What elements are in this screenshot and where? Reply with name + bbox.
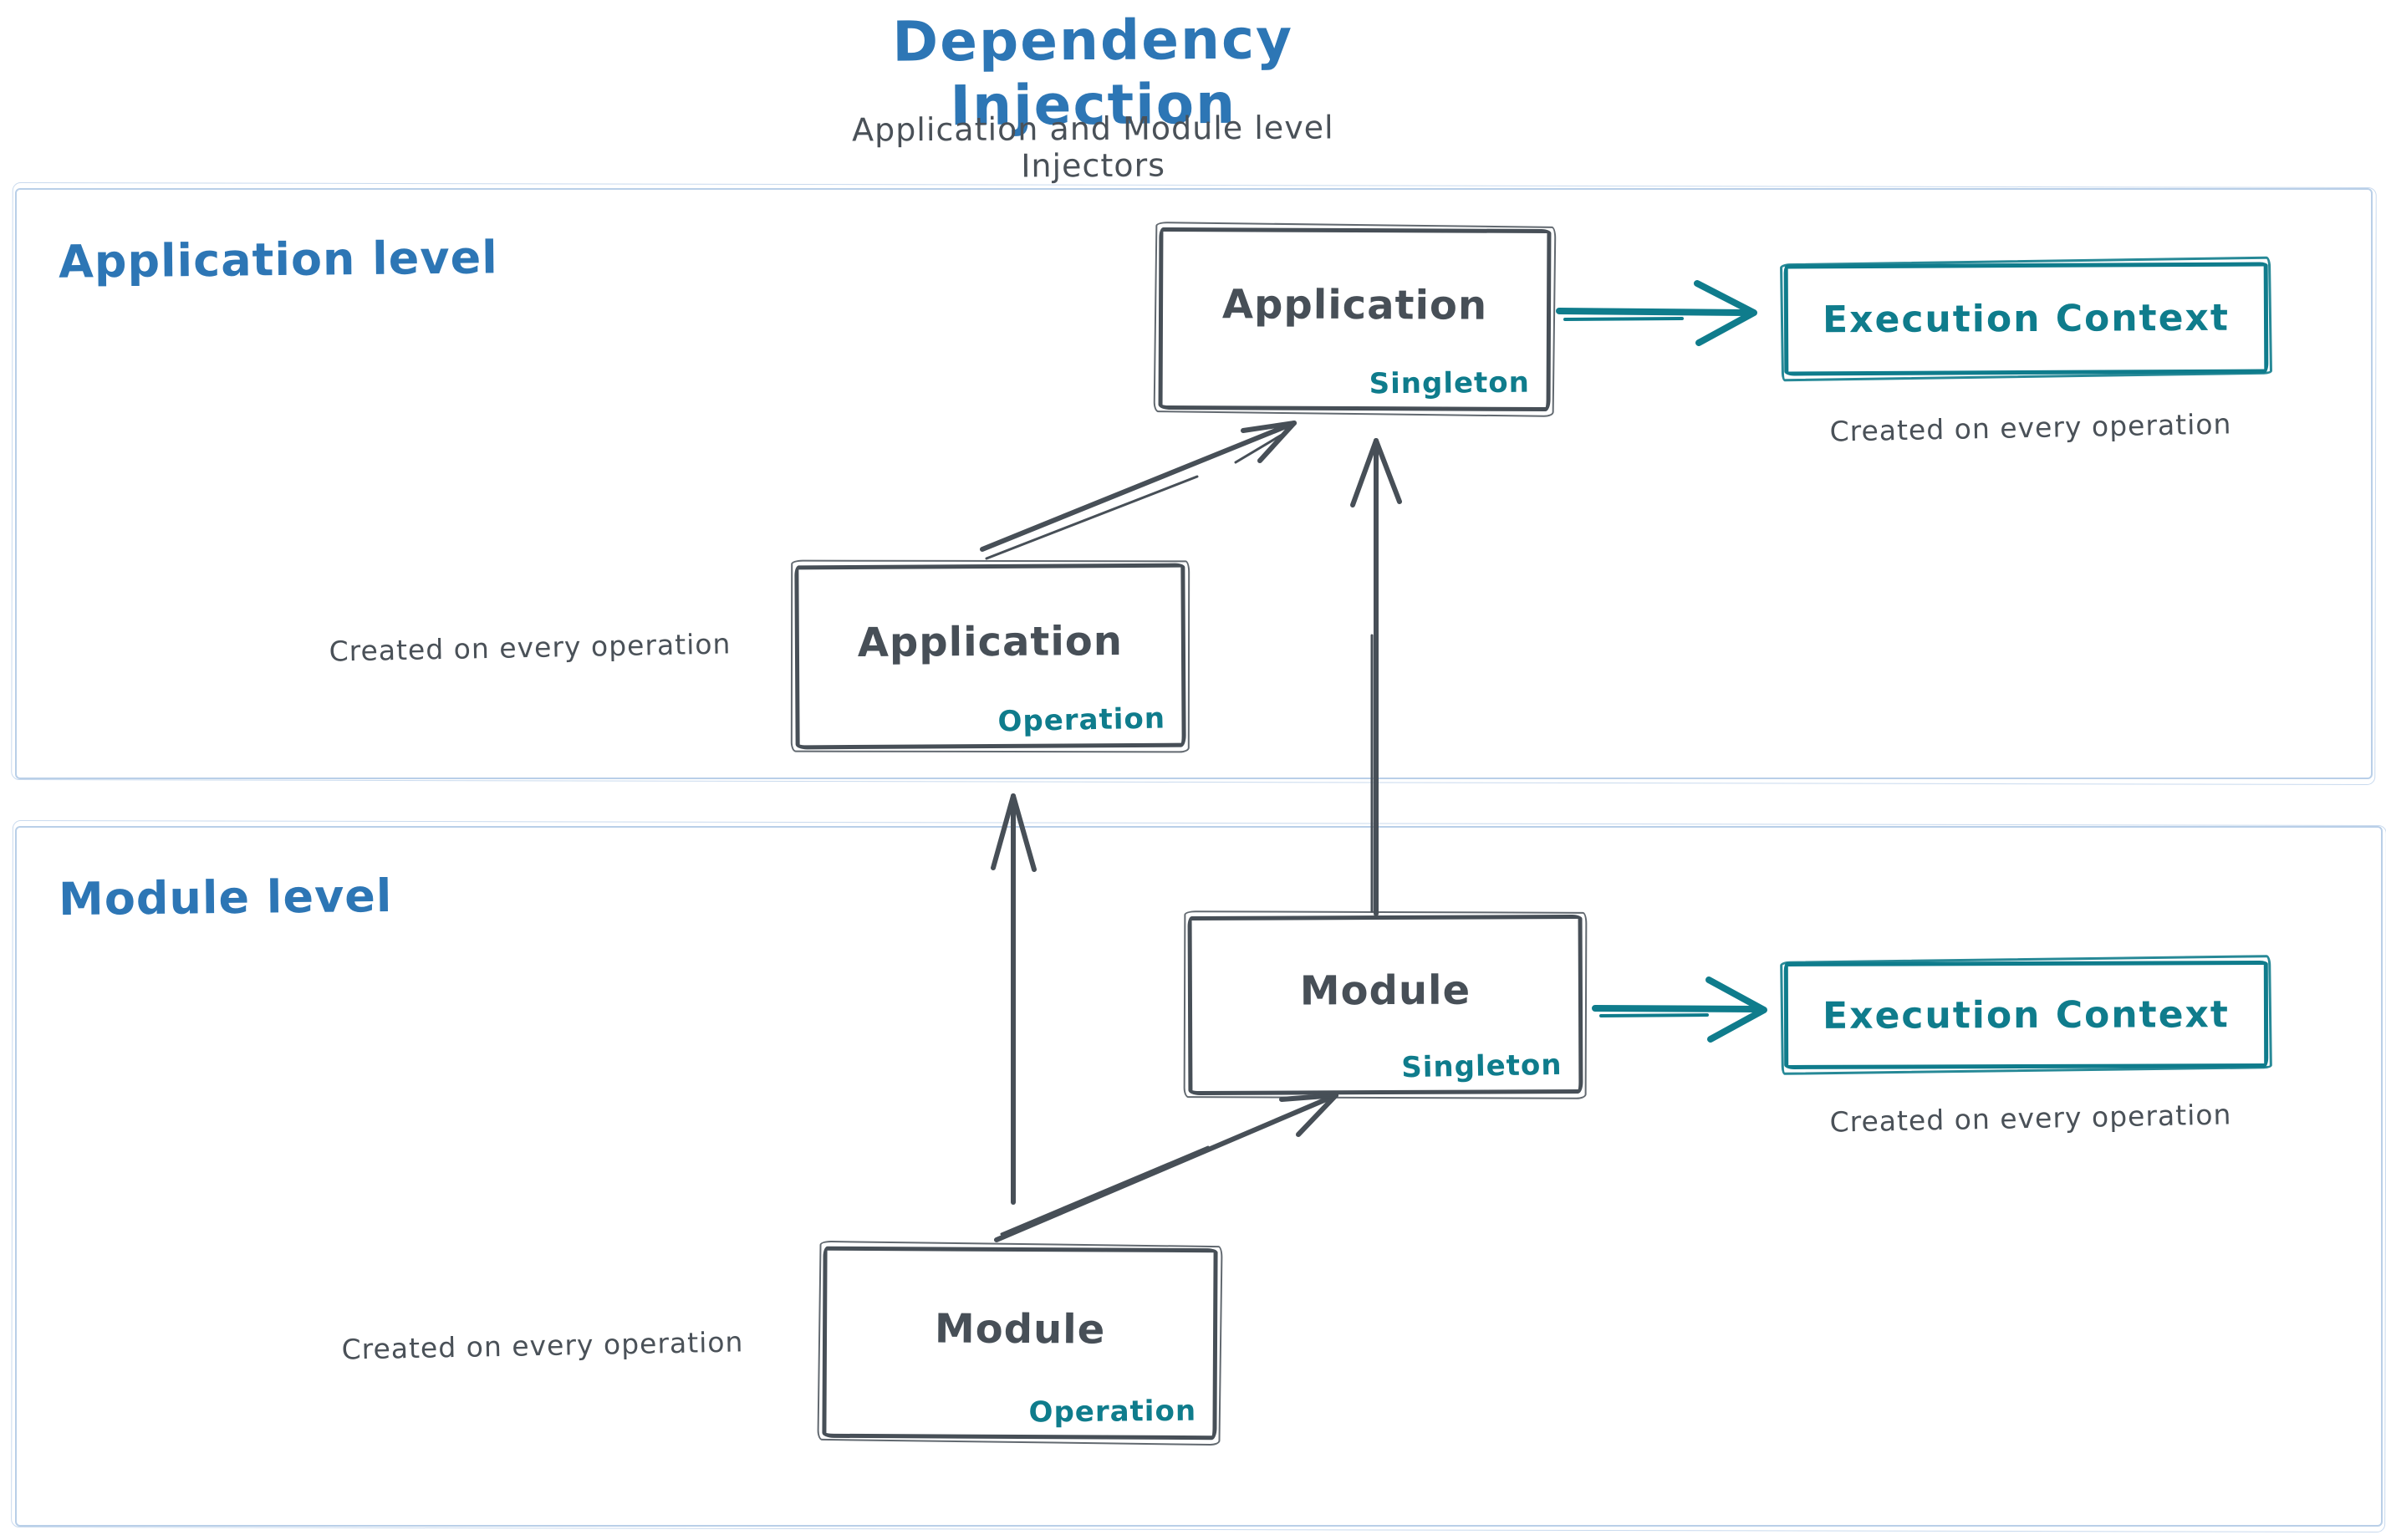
execution-context-label: Execution Context	[1823, 992, 2230, 1038]
node-tag-singleton: Singleton	[1400, 1048, 1563, 1085]
section-application-level: Application level	[15, 188, 2373, 779]
section-module-level: Module level	[15, 826, 2383, 1527]
node-module-execution-context: Execution Context	[1783, 960, 2269, 1070]
section-label-module-level: Module level	[58, 869, 393, 926]
node-tag-operation: Operation	[1027, 1394, 1196, 1430]
node-tag-singleton: Singleton	[1369, 365, 1530, 401]
node-tag-operation: Operation	[997, 701, 1165, 739]
node-application-execution-context: Execution Context	[1783, 262, 2269, 376]
node-module-operation: Module Operation	[822, 1246, 1218, 1441]
node-application-operation: Application Operation	[794, 563, 1186, 750]
node-module-singleton: Module Singleton	[1187, 914, 1583, 1096]
diagram-subtitle: Application and Module level Injectors	[851, 109, 1334, 185]
node-application-singleton: Application Singleton	[1158, 227, 1552, 412]
execution-context-label: Execution Context	[1822, 296, 2231, 342]
section-label-application-level: Application level	[58, 231, 499, 288]
